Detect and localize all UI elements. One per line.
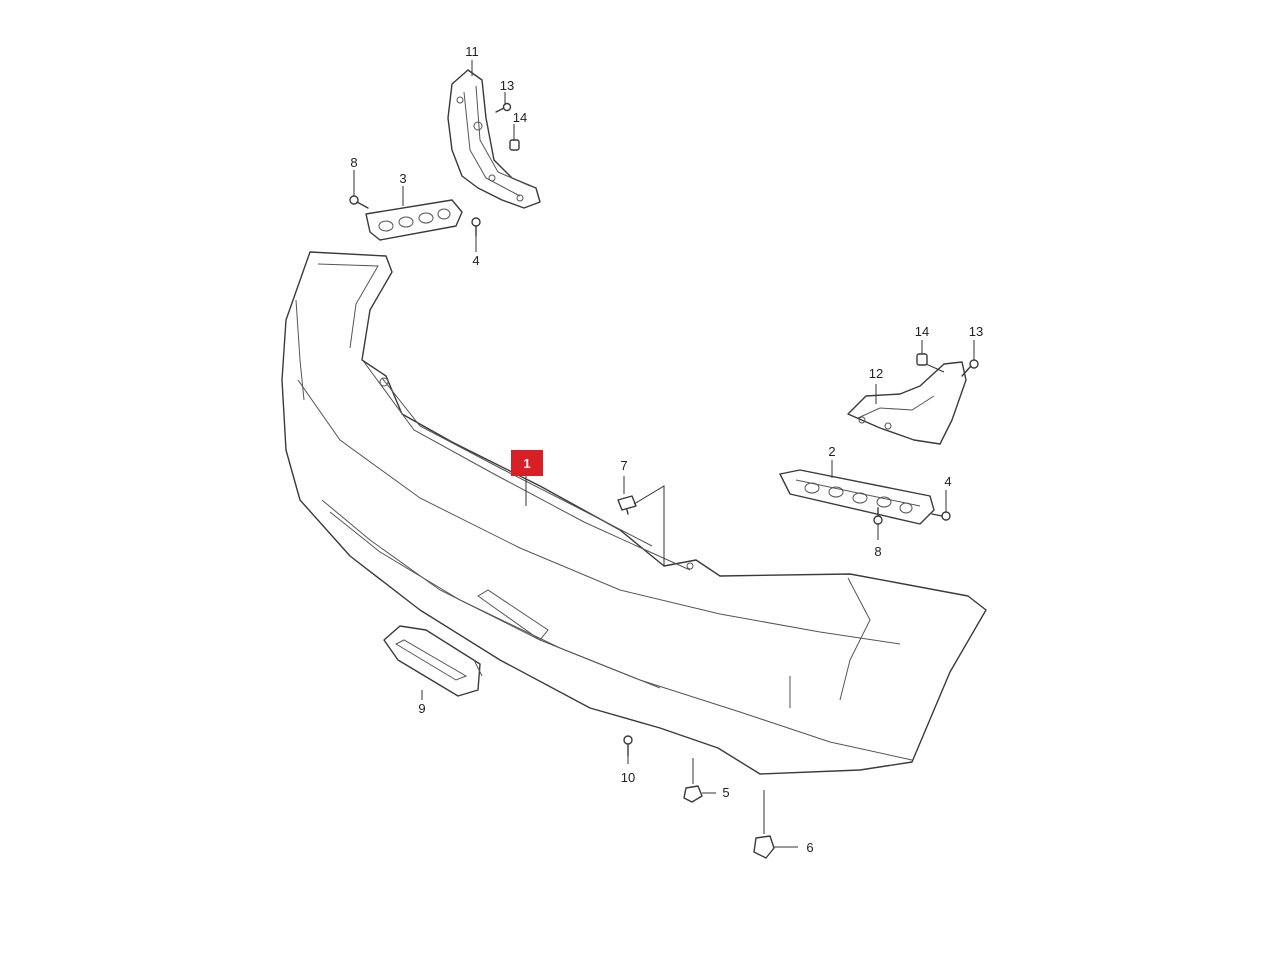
callout-9: 9 <box>418 701 425 716</box>
part-9-reflector[interactable] <box>383 625 483 697</box>
callout-14-top: 14 <box>513 110 527 125</box>
callout-8-right: 8 <box>874 544 881 559</box>
part-1-bumper-cover[interactable] <box>281 251 987 775</box>
callout-11: 11 <box>465 44 479 59</box>
callout-4-left: 4 <box>472 253 479 268</box>
part-2-retainer[interactable] <box>779 469 935 525</box>
part-11-bracket[interactable] <box>447 69 541 209</box>
part-14-clip-right[interactable] <box>916 353 928 366</box>
callout-8-left: 8 <box>350 155 357 170</box>
callout-1[interactable]: 1 <box>523 456 530 471</box>
part-7-screw[interactable] <box>617 495 637 515</box>
part-13-screw-right[interactable] <box>961 359 979 377</box>
part-8-screw-left[interactable] <box>349 195 369 209</box>
callout-7: 7 <box>620 458 627 473</box>
callout-2: 2 <box>828 444 835 459</box>
part-5-nut[interactable] <box>683 785 703 803</box>
callout-13-top: 13 <box>500 78 514 93</box>
part-10-screw[interactable] <box>623 735 633 757</box>
callout-12: 12 <box>869 366 883 381</box>
leader-7-to-bumper <box>633 485 665 566</box>
part-4-screw-right[interactable] <box>931 511 951 521</box>
part-12-bracket[interactable] <box>847 361 967 445</box>
part-14-clip-top[interactable] <box>509 139 520 151</box>
callout-10: 10 <box>621 770 635 785</box>
callout-3: 3 <box>399 171 406 186</box>
callout-5: 5 <box>722 785 729 800</box>
part-6-clip[interactable] <box>753 835 775 859</box>
callout-13-right: 13 <box>969 324 983 339</box>
callout-14-right: 14 <box>915 324 929 339</box>
callout-4-right: 4 <box>944 474 951 489</box>
part-3-retainer[interactable] <box>365 199 463 241</box>
callout-1-highlight <box>511 450 543 476</box>
part-13-screw-top[interactable] <box>495 102 512 113</box>
part-4-screw-left[interactable] <box>471 217 481 237</box>
callout-6: 6 <box>806 840 813 855</box>
leader-14-right-b <box>925 363 945 373</box>
